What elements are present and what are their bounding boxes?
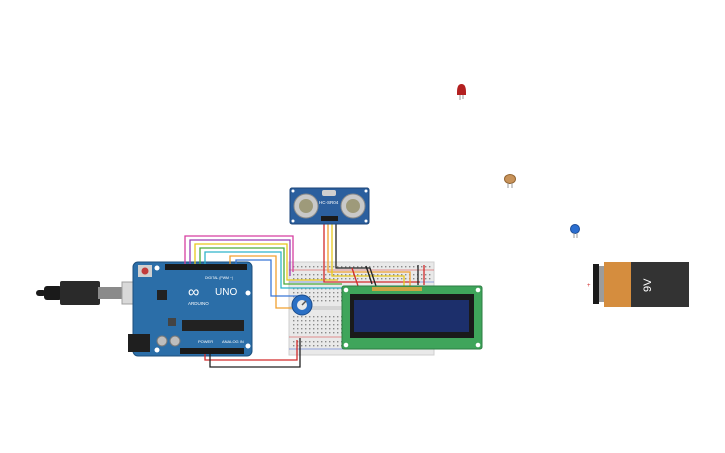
lcd-16x2-display[interactable] [341, 285, 483, 350]
battery-9v[interactable]: 9V + [587, 262, 689, 307]
usb-cable[interactable] [36, 281, 153, 305]
wire-power-black[interactable] [209, 338, 301, 368]
wire-power-red[interactable] [204, 340, 298, 361]
wires[interactable] [184, 223, 425, 368]
arduino-analog-label: ANALOG IN [222, 339, 244, 344]
arduino-brand-label: ARDUINO [188, 301, 209, 306]
arduino-digital-label: DIGITAL (PWM ~) [205, 276, 233, 280]
battery-voltage-label: 9V [642, 278, 654, 292]
lcd-screen [354, 300, 469, 332]
wire-orange-1[interactable] [229, 255, 297, 309]
wire-sensor-orange[interactable] [327, 223, 411, 286]
wire-sensor-red[interactable] [323, 223, 420, 283]
led-red[interactable] [457, 84, 466, 100]
arduino-logo: ∞ [188, 284, 199, 301]
arduino-uno-board[interactable]: ∞ UNO ARDUINO DIGITAL (PWM ~) POWER ANAL… [128, 261, 253, 357]
microcontroller-chip [182, 320, 244, 331]
wire-blue[interactable] [235, 259, 301, 297]
wire-sensor-yellow[interactable] [331, 223, 405, 286]
wire-sensor-black[interactable] [335, 223, 377, 287]
sensor-model-label: HC-SR04 [319, 200, 339, 205]
wire-jumper-black-1[interactable] [365, 265, 373, 285]
ultrasonic-sensor[interactable]: HC-SR04 [289, 187, 370, 225]
power-jack [128, 334, 150, 352]
wire-purple[interactable] [189, 239, 291, 276]
wire-green[interactable] [199, 247, 342, 285]
wire-jumper-red[interactable] [351, 267, 359, 287]
wire-pink[interactable] [184, 235, 294, 272]
battery-terminal-label: + [587, 283, 591, 289]
potentiometer[interactable] [291, 294, 313, 316]
wire-cyan[interactable] [204, 251, 346, 289]
arduino-power-label: POWER [198, 339, 213, 344]
resistor-component[interactable] [504, 174, 516, 189]
capacitor-component[interactable] [570, 224, 580, 239]
wire-yellow[interactable] [194, 243, 338, 281]
arduino-model-label: UNO [215, 287, 237, 298]
